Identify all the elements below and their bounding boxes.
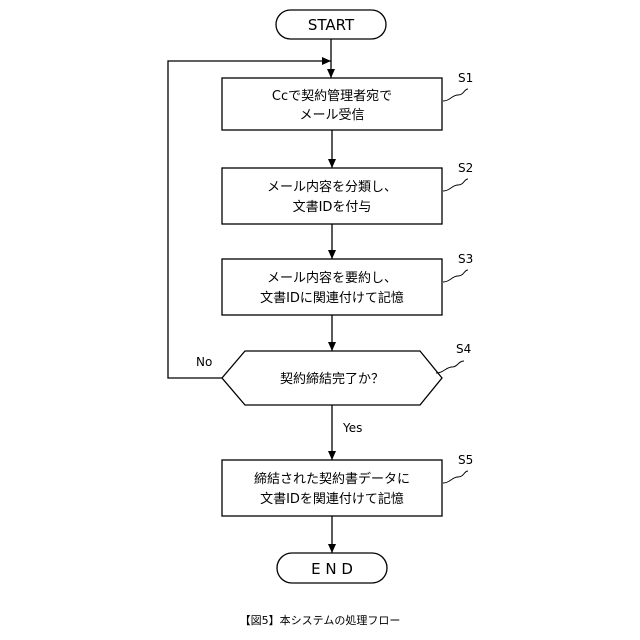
step-s2-line1: メール内容を分類し、: [267, 179, 397, 195]
start-label: START: [308, 16, 355, 34]
leader-s4: [436, 361, 464, 373]
step-box-s3: [222, 259, 442, 315]
step-id-s3: S3: [458, 252, 473, 266]
step-s5-line1: 締結された契約書データに: [254, 471, 410, 487]
step-s1-line2: メール受信: [299, 108, 364, 123]
step-s1-line1: Ccで契約管理者宛で: [272, 89, 392, 104]
step-id-s2: S2: [458, 161, 473, 175]
step-s2-line2: 文書IDを付与: [293, 200, 372, 215]
step-s5-line2: 文書IDを関連付けて記憶: [260, 491, 404, 507]
step-id-s4: S4: [456, 342, 471, 356]
step-id-s1: S1: [458, 71, 473, 85]
yes-label: Yes: [342, 421, 362, 435]
step-s3-line1: メール内容を要約し、: [267, 270, 397, 286]
end-label: E N D: [311, 560, 353, 578]
no-label: No: [196, 355, 212, 369]
step-id-s5: S5: [458, 453, 473, 467]
decision-s4-label: 契約締結完了か？: [280, 371, 384, 387]
leader-s5: [443, 471, 468, 483]
step-box-s2: [222, 168, 442, 224]
leader-s1: [443, 89, 468, 101]
leader-s2: [443, 179, 468, 191]
step-box-s5: [222, 460, 442, 516]
leader-s3: [443, 270, 468, 282]
step-s3-line2: 文書IDに関連付けて記憶: [260, 290, 404, 306]
figure-caption: 【図5】本システムの処理フロー: [0, 612, 640, 628]
